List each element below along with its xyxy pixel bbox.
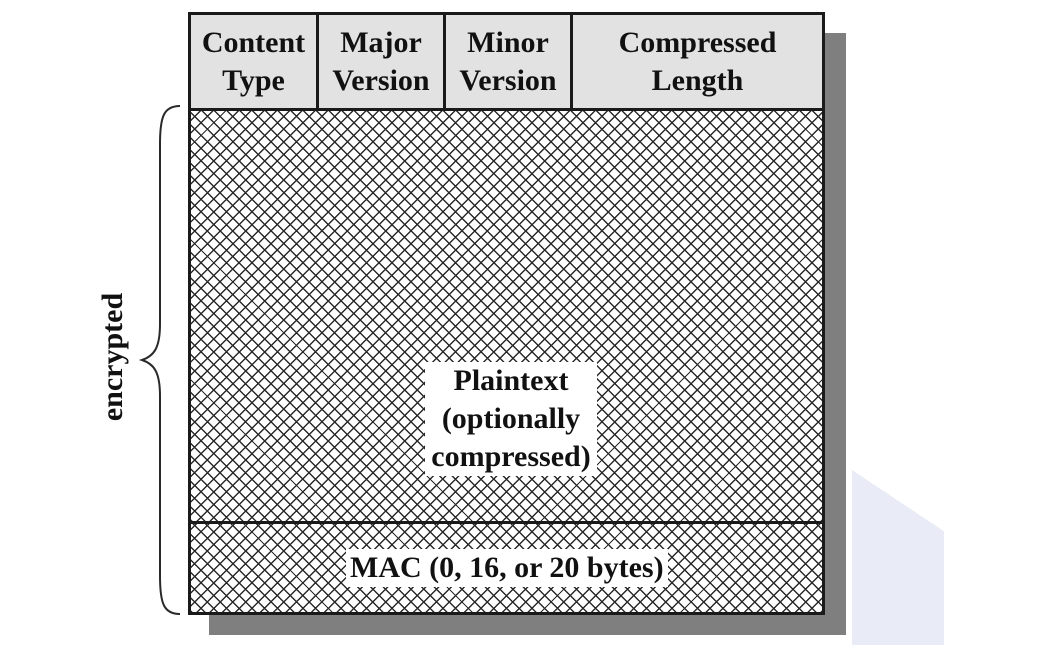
major-version-label: Major Version xyxy=(332,25,430,97)
compressed-length-label: Compressed Length xyxy=(618,25,777,97)
plaintext-line-2: (optionally xyxy=(441,402,581,435)
encrypted-label: encrypted xyxy=(96,292,129,422)
plaintext-line-3: compressed) xyxy=(431,440,591,473)
record-header: Content Type Major Version Minor Version… xyxy=(191,15,822,111)
mac-label: MAC (0, 16, or 20 bytes) xyxy=(346,549,668,587)
compressed-length-field: Compressed Length xyxy=(573,15,822,108)
plaintext-section: Plaintext (optionally compressed) xyxy=(191,111,822,524)
plaintext-label: Plaintext (optionally compressed) xyxy=(425,362,597,476)
mac-section: MAC (0, 16, or 20 bytes) xyxy=(191,524,822,612)
minor-version-label: Minor Version xyxy=(459,25,557,97)
encrypted-brace xyxy=(138,105,181,615)
background-panel xyxy=(852,470,944,645)
major-version-field: Major Version xyxy=(319,15,446,108)
ssl-record-format: Content Type Major Version Minor Version… xyxy=(188,12,825,615)
content-type-label: Content Type xyxy=(201,25,306,97)
plaintext-line-1: Plaintext xyxy=(453,364,569,397)
minor-version-field: Minor Version xyxy=(446,15,573,108)
content-type-field: Content Type xyxy=(191,15,319,108)
